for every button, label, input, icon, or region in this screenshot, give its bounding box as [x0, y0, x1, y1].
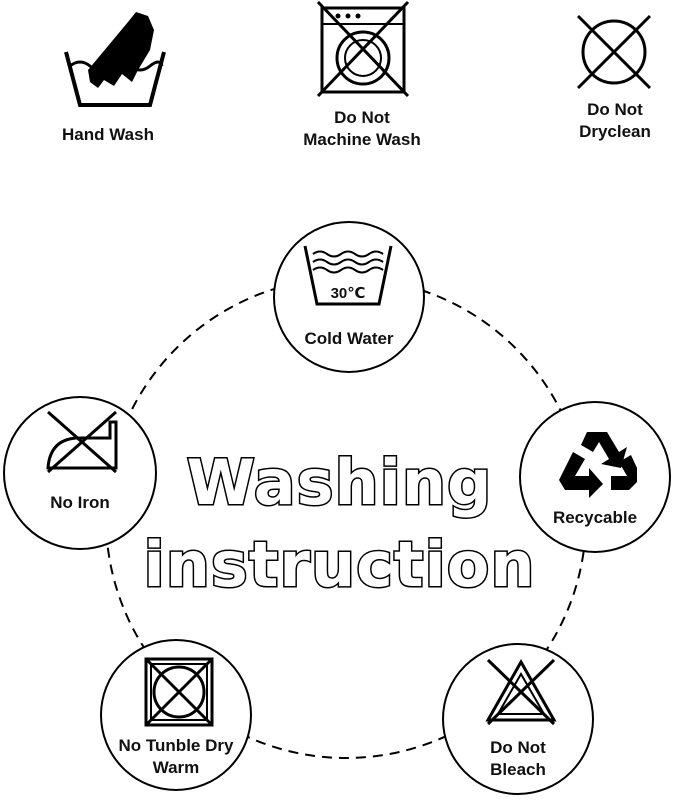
no-tumble-dry-label-line1: No Tunble Dry	[118, 736, 234, 755]
recycle-icon	[559, 432, 637, 498]
no-machine-wash-icon	[316, 0, 410, 98]
title-line1: Washing	[185, 445, 493, 521]
no-iron-icon	[46, 410, 118, 474]
no-iron-circle	[3, 396, 157, 550]
no-iron-label: No Iron	[50, 493, 110, 512]
no-machine-wash-label-line1: Do Not	[334, 108, 390, 127]
no-tumble-dry-label-line2: Warm	[152, 758, 200, 777]
cold-water-label: Cold Water	[304, 329, 394, 348]
no-bleach-label-line1: Do Not	[490, 738, 546, 757]
title-line2: instruction	[142, 527, 536, 603]
no-dryclean-label-line1: Do Not	[587, 100, 643, 119]
cold-water-temp: 30℃	[330, 285, 366, 302]
recycable-label: Recycable	[552, 508, 638, 527]
no-tumble-dry-icon	[144, 657, 214, 727]
hand-wash-label: Hand Wash	[62, 125, 154, 144]
no-bleach-label-line2: Bleach	[490, 760, 546, 779]
no-bleach-icon	[485, 658, 557, 726]
no-dryclean-icon	[576, 14, 652, 90]
cold-water-circle	[273, 221, 425, 373]
no-dryclean-label-line2: Dryclean	[579, 122, 651, 141]
hand-wash-icon	[64, 12, 166, 107]
cold-water-icon	[303, 245, 393, 306]
no-machine-wash-label-line2: Machine Wash	[303, 130, 421, 149]
